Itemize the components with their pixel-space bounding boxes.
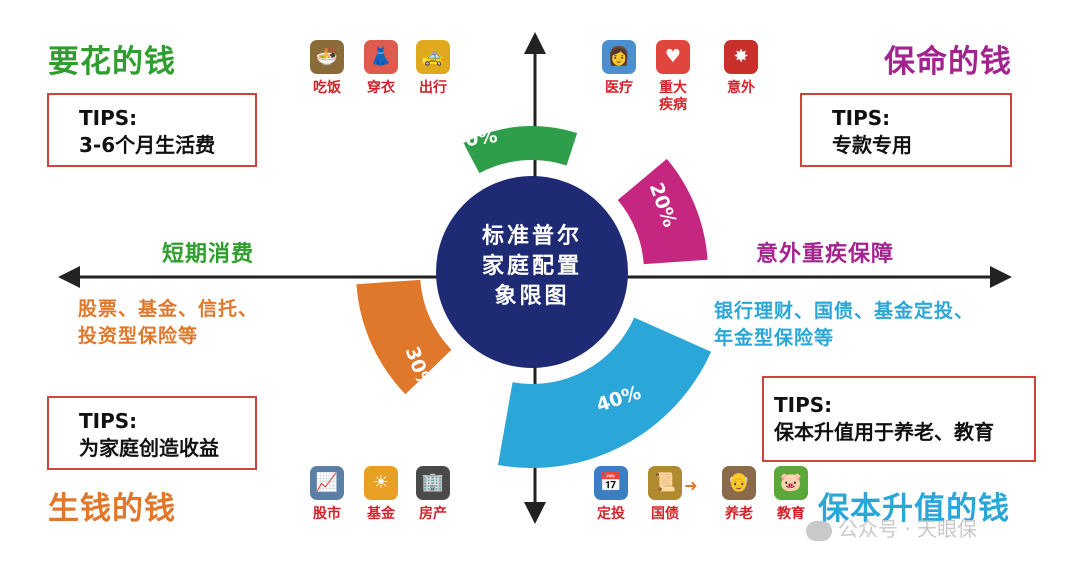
arrow-up-head xyxy=(524,32,546,54)
icon-item-1: 📈 股市 xyxy=(302,466,352,523)
icon-item-1: 📅 定投 xyxy=(586,466,636,523)
icon-label: 股市 xyxy=(313,506,341,522)
dress-icon: 👗 xyxy=(364,40,398,74)
tips-heading: TIPS: xyxy=(832,106,891,130)
watermark: 公众号 · 天眼保 xyxy=(806,513,977,542)
center-line: 家庭配置 xyxy=(481,254,582,279)
heart-magnifier-icon: ♥ xyxy=(656,40,690,74)
icon-label: 养老 xyxy=(725,506,753,522)
icon-label: 穿衣 xyxy=(367,80,395,96)
tips-text: 3-6个月生活费 xyxy=(79,133,216,157)
title-preservation-money: 保本升值的钱 xyxy=(818,491,1010,527)
tips-heading: TIPS: xyxy=(774,393,833,417)
icon-item-4: 🐷 教育 xyxy=(766,466,816,523)
tips-box-bottom-left: TIPS: 为家庭创造收益 xyxy=(47,396,257,470)
segment-spending xyxy=(463,126,578,174)
icon-label: 吃饭 xyxy=(313,80,341,96)
tips-heading: TIPS: xyxy=(79,409,138,433)
car-crash-icon: ✸ xyxy=(724,40,758,74)
icon-item-1: 🍜 吃饭 xyxy=(302,40,352,97)
desc-left: 股票、基金、信托、 投资型保险等 xyxy=(78,296,258,350)
tips-box-bottom-right: TIPS: 保本升值用于养老、教育 xyxy=(762,376,1036,462)
elderly-couple-icon: 👴 xyxy=(722,466,756,500)
tips-box-top-right: TIPS: 专款专用 xyxy=(800,93,1012,167)
icon-item-3: ✸ 意外 xyxy=(716,40,766,97)
tips-heading: TIPS: xyxy=(79,106,138,130)
tips-text: 专款专用 xyxy=(832,133,912,157)
segment-preservation xyxy=(497,317,712,468)
tips-text: 保本升值用于养老、教育 xyxy=(774,420,994,444)
icon-item-2: ☀ 基金 xyxy=(356,466,406,523)
arrow-right-icon: ➜ xyxy=(684,476,698,495)
taxi-icon: 🚕 xyxy=(416,40,450,74)
building-icon: 🏢 xyxy=(416,466,450,500)
icon-item-1: 👩 医疗 xyxy=(594,40,644,97)
watermark-text: 公众号 · 天眼保 xyxy=(838,517,978,541)
arrow-right-head xyxy=(990,266,1012,288)
center-circle xyxy=(436,176,628,368)
rice-bowl-icon: 🍜 xyxy=(310,40,344,74)
title-investment-money: 生钱的钱 xyxy=(48,491,176,527)
desc-right-line: 年金型保险等 xyxy=(714,327,835,349)
piggy-bank-icon: 🐷 xyxy=(774,466,808,500)
arrow-left-head xyxy=(58,266,80,288)
icon-item-2: ♥ 重大疾病 xyxy=(648,40,698,114)
icon-label: 医疗 xyxy=(605,80,633,96)
center-line: 象限图 xyxy=(494,284,570,309)
doctor-icon: 👩 xyxy=(602,40,636,74)
arrow-down-head xyxy=(524,502,546,524)
icon-item-3: 👴 养老 xyxy=(714,466,764,523)
desc-left-line: 投资型保险等 xyxy=(78,325,199,347)
center-label: 标准普尔 家庭配置 象限图 xyxy=(444,222,620,312)
icon-item-3: 🚕 出行 xyxy=(408,40,458,97)
icon-label: 教育 xyxy=(777,506,805,522)
people-circle-icon: ☀ xyxy=(364,466,398,500)
calendar-icon: 📅 xyxy=(594,466,628,500)
wechat-logo-icon xyxy=(806,520,832,541)
icon-label: 出行 xyxy=(419,80,447,96)
axis-label-short-term: 短期消费 xyxy=(162,242,255,267)
stock-chart-icon: 📈 xyxy=(310,466,344,500)
icon-item-2: 👗 穿衣 xyxy=(356,40,406,97)
icon-label: 国债 xyxy=(651,506,679,522)
icon-label: 房产 xyxy=(419,506,447,522)
tips-text: 为家庭创造收益 xyxy=(79,436,219,460)
desc-left-line: 股票、基金、信托、 xyxy=(78,298,259,320)
axis-label-insurance: 意外重疾保障 xyxy=(756,242,895,267)
icon-label: 意外 xyxy=(727,80,755,96)
icon-label: 基金 xyxy=(367,506,395,522)
center-line: 标准普尔 xyxy=(481,224,582,249)
title-spending-money: 要花的钱 xyxy=(48,44,176,80)
bond-certificate-icon: 📜 xyxy=(648,466,682,500)
title-protection-money: 保命的钱 xyxy=(884,44,1012,80)
tips-box-top-left: TIPS: 3-6个月生活费 xyxy=(47,93,257,167)
icon-label: 重大疾病 xyxy=(659,80,687,113)
icon-item-2: 📜 国债 xyxy=(640,466,690,523)
desc-right: 银行理财、国债、基金定投、 年金型保险等 xyxy=(714,298,974,352)
icon-label: 定投 xyxy=(597,506,625,522)
segment-investment xyxy=(356,279,452,395)
segment-protection xyxy=(617,158,708,265)
desc-right-line: 银行理财、国债、基金定投、 xyxy=(714,300,975,322)
icon-item-3: 🏢 房产 xyxy=(408,466,458,523)
